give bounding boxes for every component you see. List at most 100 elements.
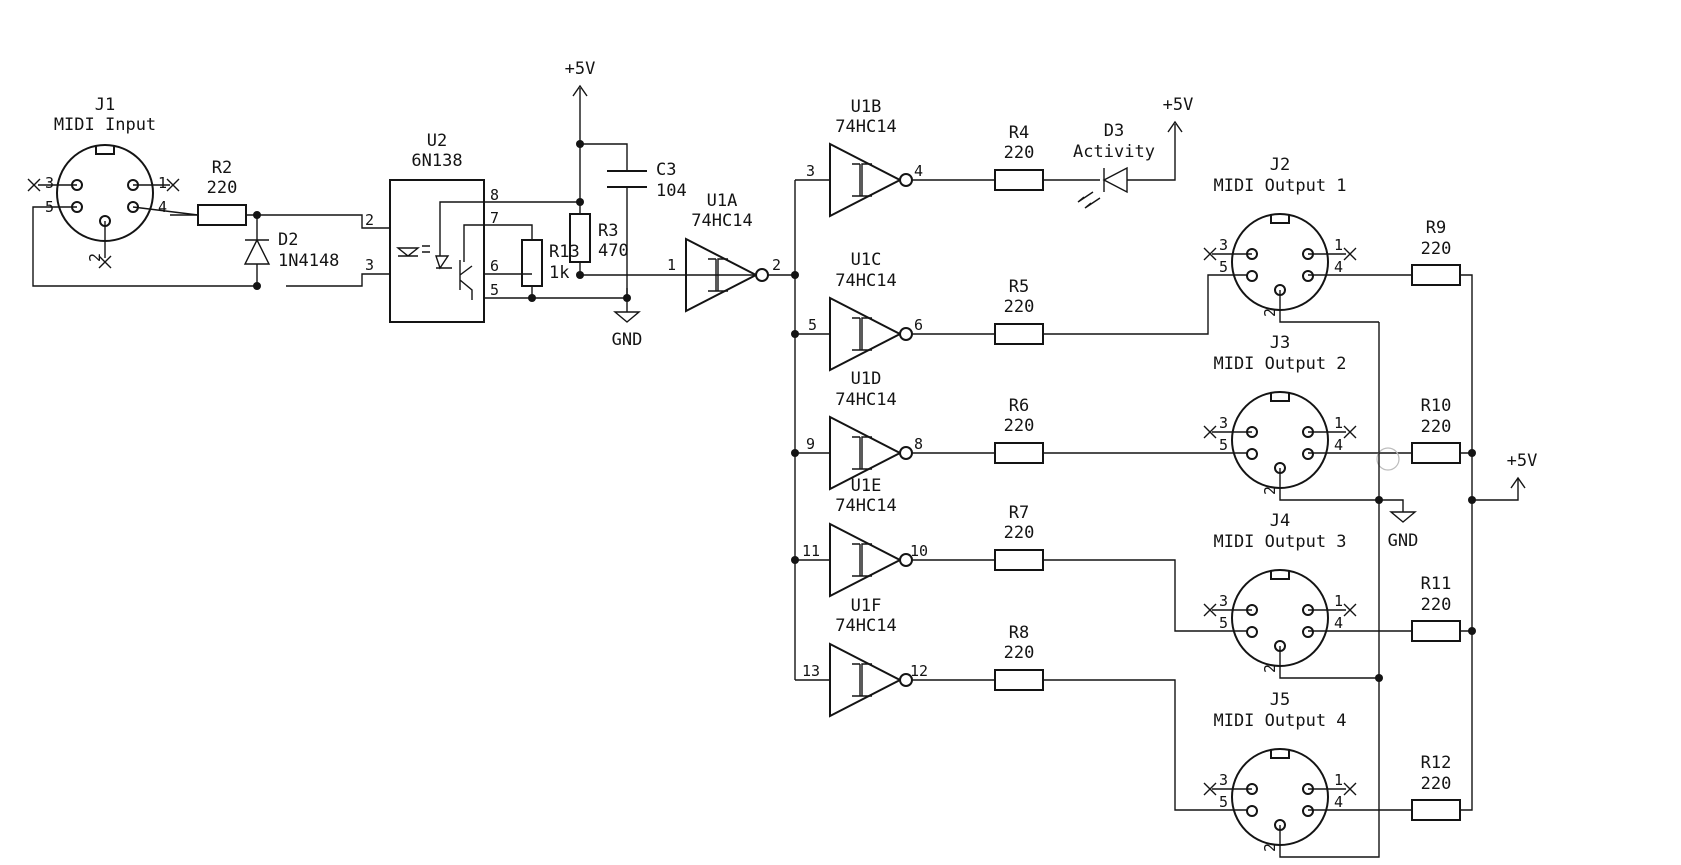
u1a-pin-out: 2 — [772, 256, 781, 274]
j1-pin-3: 3 — [45, 174, 54, 192]
r5-ref: R5 — [1009, 277, 1029, 297]
c3-value: 104 — [656, 181, 687, 201]
j2-pin-2: 2 — [1261, 308, 1279, 317]
j2-ref: J2 — [1270, 155, 1290, 175]
j3-pin-1: 1 — [1334, 414, 1343, 432]
u1f-value: 74HC14 — [835, 616, 896, 636]
u2-pin-8: 8 — [490, 186, 499, 204]
u1a-inverter: 1 2 U1A 74HC14 — [667, 191, 795, 312]
u2-value: 6N138 — [411, 151, 462, 171]
u2-optocoupler: 2 3 8 7 6 5 U2 6N138 — [365, 131, 499, 323]
r11-resistor: R11 220 — [1411, 574, 1461, 642]
u2-pin-7: 7 — [490, 209, 499, 227]
r12-ref: R12 — [1421, 753, 1452, 773]
r8-resistor: R8 220 — [994, 623, 1252, 811]
j2-midi-output-1-connector: J2 MIDI Output 1 3 5 1 4 2 — [1203, 155, 1412, 323]
j1-midi-input-connector: J1 MIDI Input 3 5 1 4 2 — [27, 95, 257, 287]
j4-midi-output-3-connector: J4 MIDI Output 3 3 5 1 4 2 — [1203, 511, 1412, 679]
u2-ref: U2 — [427, 131, 447, 151]
u1e-inverter: 11 10 U1E 74HC14 — [795, 476, 995, 597]
u1b-inverter: 3 4 U1B 74HC14 — [795, 97, 995, 217]
u1f-pin-in: 13 — [802, 662, 820, 680]
d3-activity-led: D3 Activity +5V — [1073, 95, 1194, 209]
r10-resistor: R10 220 — [1411, 396, 1461, 464]
vcc-label-led: +5V — [1163, 95, 1194, 115]
u1c-value: 74HC14 — [835, 271, 896, 291]
u1d-inverter: 9 8 U1D 74HC14 — [795, 369, 995, 490]
j5-pin-2: 2 — [1261, 843, 1279, 852]
r2-value: 220 — [207, 178, 238, 198]
u1f-ref: U1F — [851, 596, 882, 616]
j1-pin-4: 4 — [158, 198, 167, 216]
r9-value: 220 — [1421, 239, 1452, 259]
u1e-pin-in: 11 — [802, 542, 820, 560]
r6-value: 220 — [1004, 416, 1035, 436]
r3-ref: R3 — [598, 221, 618, 241]
d2-ref: D2 — [278, 230, 298, 250]
gnd-label-right: GND — [1388, 531, 1419, 551]
u1e-ref: U1E — [851, 476, 882, 496]
r2-resistor: R2 220 — [170, 158, 390, 229]
u1b-pin-in: 3 — [806, 162, 815, 180]
d2-diode: D2 1N4148 — [243, 211, 390, 290]
j4-pin-1: 1 — [1334, 592, 1343, 610]
u1c-inverter: 5 6 U1C 74HC14 — [795, 250, 995, 371]
r5-resistor: R5 220 — [994, 274, 1252, 345]
j5-value: MIDI Output 4 — [1213, 711, 1346, 731]
r12-resistor: R12 220 — [1411, 753, 1461, 821]
j2-pin-3: 3 — [1219, 236, 1228, 254]
d3-ref: D3 — [1104, 121, 1124, 141]
r4-value: 220 — [1004, 143, 1035, 163]
j4-pin-3: 3 — [1219, 592, 1228, 610]
r12-value: 220 — [1421, 774, 1452, 794]
j3-ref: J3 — [1270, 333, 1290, 353]
j5-ref: J5 — [1270, 690, 1290, 710]
u1d-pin-out: 8 — [914, 435, 923, 453]
gnd-bus-right: GND — [1375, 322, 1419, 858]
r2-ref: R2 — [212, 158, 232, 178]
c3-capacitor: C3 104 — [580, 143, 687, 302]
j3-pin-2: 2 — [1261, 486, 1279, 495]
vcc-label-top: +5V — [565, 59, 596, 79]
r10-ref: R10 — [1421, 396, 1452, 416]
r8-value: 220 — [1004, 643, 1035, 663]
j2-pin-4: 4 — [1334, 258, 1343, 276]
u1b-ref: U1B — [851, 97, 882, 117]
j1-pin-5: 5 — [45, 198, 54, 216]
r11-value: 220 — [1421, 595, 1452, 615]
c3-ref: C3 — [656, 160, 676, 180]
r13-value: 1k — [549, 263, 569, 283]
r13-resistor: R13 1k — [521, 239, 580, 302]
vcc-label-right: +5V — [1507, 451, 1538, 471]
u2-pin-2: 2 — [365, 211, 374, 229]
j5-pin-1: 1 — [1334, 771, 1343, 789]
j3-value: MIDI Output 2 — [1213, 354, 1346, 374]
j1-value: MIDI Input — [54, 115, 156, 135]
j5-pin-3: 3 — [1219, 771, 1228, 789]
r7-value: 220 — [1004, 523, 1035, 543]
gnd-symbol-left: GND — [612, 298, 642, 350]
r5-value: 220 — [1004, 297, 1035, 317]
u1d-ref: U1D — [851, 369, 882, 389]
vcc-bus-right: +5V — [1460, 274, 1538, 811]
u1d-pin-in: 9 — [806, 435, 815, 453]
j5-pin-4: 4 — [1334, 793, 1343, 811]
j3-midi-output-2-connector: J3 MIDI Output 2 3 5 1 4 2 — [1203, 333, 1412, 501]
r11-ref: R11 — [1421, 574, 1452, 594]
j3-pin-4: 4 — [1334, 436, 1343, 454]
j1-pin-2: 2 — [86, 253, 104, 262]
u1b-value: 74HC14 — [835, 117, 896, 137]
j3-pin-5: 5 — [1219, 436, 1228, 454]
vcc-symbol-top: +5V — [565, 59, 596, 97]
j5-midi-output-4-connector: J5 MIDI Output 4 3 5 1 4 2 — [1203, 690, 1412, 858]
u1a-pin-in: 1 — [667, 256, 676, 274]
r3-value: 470 — [598, 241, 629, 261]
j2-value: MIDI Output 1 — [1213, 176, 1346, 196]
u1b-pin-out: 4 — [914, 162, 923, 180]
u2-pin-3: 3 — [365, 256, 374, 274]
j4-pin-2: 2 — [1261, 664, 1279, 673]
u1f-inverter: 13 12 U1F 74HC14 — [795, 596, 995, 717]
u1e-value: 74HC14 — [835, 496, 896, 516]
d2-value: 1N4148 — [278, 251, 339, 271]
